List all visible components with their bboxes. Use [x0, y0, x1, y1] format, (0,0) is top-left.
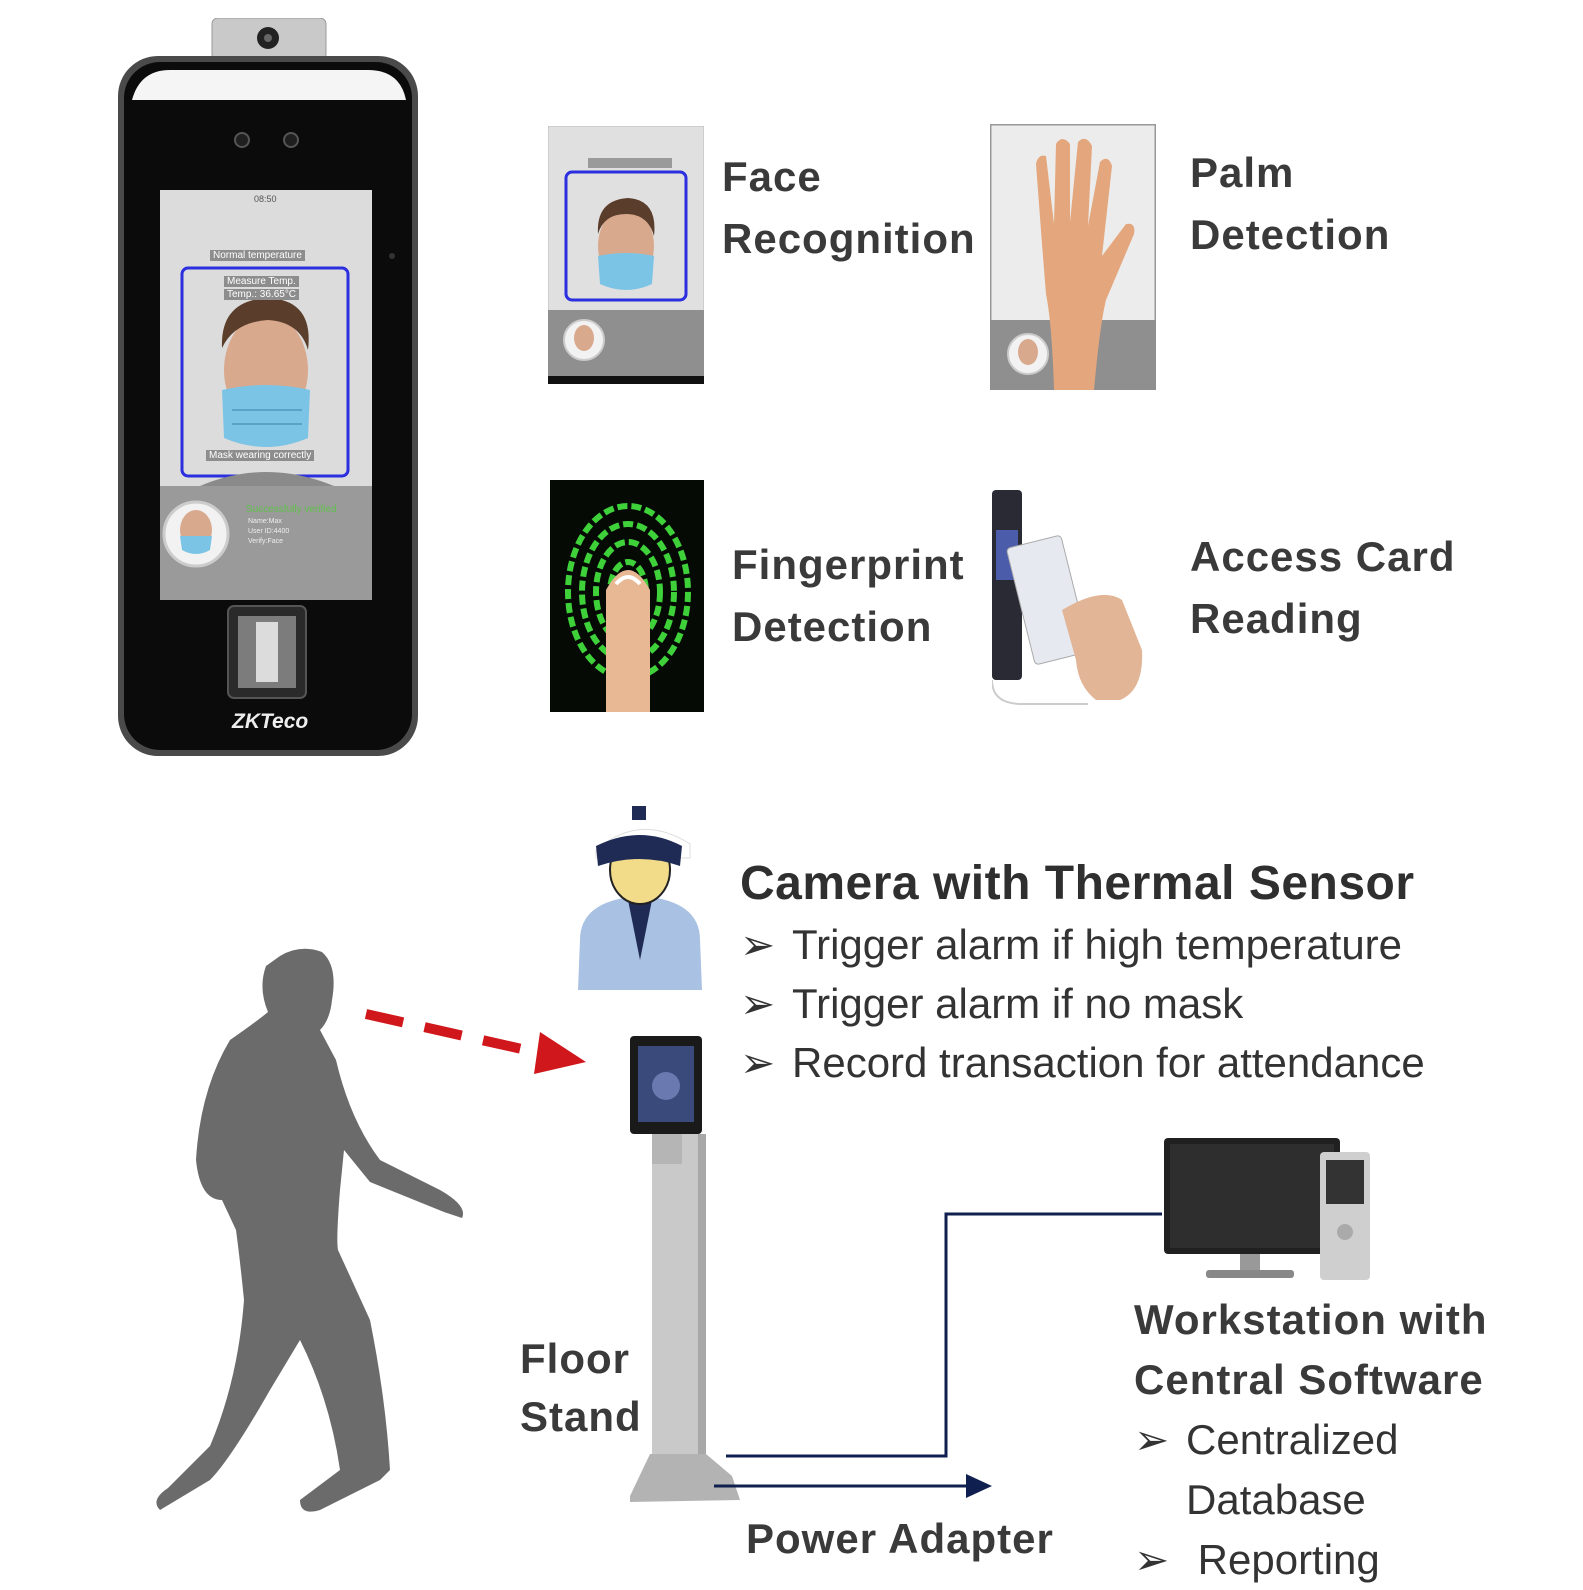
face-label-line2: Recognition — [722, 215, 976, 262]
access-card-thumbnail — [991, 490, 1150, 714]
screen-verified-text: Successfully verified — [246, 504, 337, 515]
power-adapter-arrow — [714, 1474, 992, 1498]
camera-bullet-1: ➢ Trigger alarm if high temperature — [740, 915, 1425, 974]
bottom-scene — [156, 806, 1370, 1512]
screen-temp-label: Temp.: 36.65°C — [224, 289, 300, 300]
card-label-line1: Access Card — [1190, 533, 1456, 580]
face-terminal-illustration — [118, 17, 418, 756]
screen-userid-line: User ID:4400 — [248, 528, 290, 535]
bullet-arrow-icon: ➢ — [740, 1039, 776, 1086]
floor-stand-terminal — [630, 1036, 740, 1502]
screen-measure-label: Measure Temp. — [224, 276, 299, 287]
feature-card-label: Access Card Reading — [1190, 526, 1455, 650]
face-terminal-device: 08:50 Normal temperature Measure Temp. T… — [110, 17, 430, 758]
camera-section: Camera with Thermal Sensor ➢ Trigger alar… — [740, 856, 1425, 1092]
sight-dashed-arrow — [364, 1009, 586, 1074]
palm-label-line1: Palm — [1190, 149, 1295, 196]
camera-bullet-2: ➢ Trigger alarm if no mask — [740, 974, 1425, 1033]
face-label-line1: Face — [722, 153, 822, 200]
camera-bullet-text-2: Trigger alarm if no mask — [792, 980, 1244, 1027]
network-connector-line — [726, 1212, 1162, 1458]
workstation-title-line1: Workstation with — [1134, 1296, 1488, 1343]
card-label-line2: Reading — [1190, 595, 1363, 642]
floor-stand-line1: Floor — [520, 1335, 630, 1382]
bullet-arrow-icon: ➢ — [740, 980, 776, 1027]
fingerprint-image — [550, 480, 704, 712]
workstation-bullet-1: ➢ Centralized — [1134, 1410, 1488, 1470]
floor-stand-label: Floor Stand — [520, 1330, 642, 1446]
feature-face-label: Face Recognition — [722, 146, 976, 270]
workstation-bullet-1-cont: Database — [1134, 1470, 1488, 1530]
camera-bullet-3: ➢ Record transaction for attendance — [740, 1033, 1425, 1092]
bullet-arrow-icon: ➢ — [1134, 1416, 1170, 1463]
bullet-arrow-icon: ➢ — [740, 921, 776, 968]
fingerprint-detection-thumbnail — [550, 480, 704, 712]
camera-section-title: Camera with Thermal Sensor — [740, 857, 1415, 910]
feature-palm-label: Palm Detection — [1190, 142, 1390, 266]
bullet-arrow-icon: ➢ — [1134, 1536, 1170, 1583]
workstation-bullet-text-2: Reporting — [1186, 1536, 1380, 1583]
palm-detection-image — [988, 122, 1158, 392]
workstation-bullet-2: ➢ Reporting — [1134, 1530, 1488, 1590]
workstation-section: Workstation with Central Software ➢ Centr… — [1134, 1290, 1488, 1590]
screen-verify-line: Verify:Face — [248, 538, 284, 545]
floor-stand-line2: Stand — [520, 1393, 642, 1440]
security-guard-icon — [578, 806, 702, 990]
screen-top-label: Normal temperature — [210, 250, 305, 261]
face-recognition-thumbnail — [547, 125, 705, 385]
workstation-computer-icon — [1164, 1138, 1370, 1280]
brand-logo: ZKTeco — [232, 710, 309, 733]
access-card-image — [991, 490, 1143, 705]
camera-bullet-text-1: Trigger alarm if high temperature — [792, 921, 1403, 968]
walking-person-silhouette — [156, 948, 464, 1512]
workstation-bullet-text-1b: Database — [1186, 1476, 1366, 1523]
workstation-title-line2: Central Software — [1134, 1356, 1484, 1403]
screen-mask-label: Mask wearing correctly — [206, 450, 315, 461]
palm-detection-thumbnail — [988, 122, 1158, 392]
face-recognition-image — [547, 125, 705, 385]
fingerprint-label-line1: Fingerprint — [732, 541, 965, 588]
workstation-bullet-text-1: Centralized — [1186, 1416, 1399, 1463]
screen-time: 08:50 — [254, 194, 277, 204]
camera-bullet-text-3: Record transaction for attendance — [792, 1039, 1425, 1086]
screen-name-line: Name:Max — [248, 518, 282, 525]
feature-fingerprint-label: Fingerprint Detection — [732, 534, 965, 658]
fingerprint-label-line2: Detection — [732, 603, 933, 650]
power-adapter-label: Power Adapter — [746, 1515, 1054, 1562]
palm-label-line2: Detection — [1190, 211, 1391, 258]
